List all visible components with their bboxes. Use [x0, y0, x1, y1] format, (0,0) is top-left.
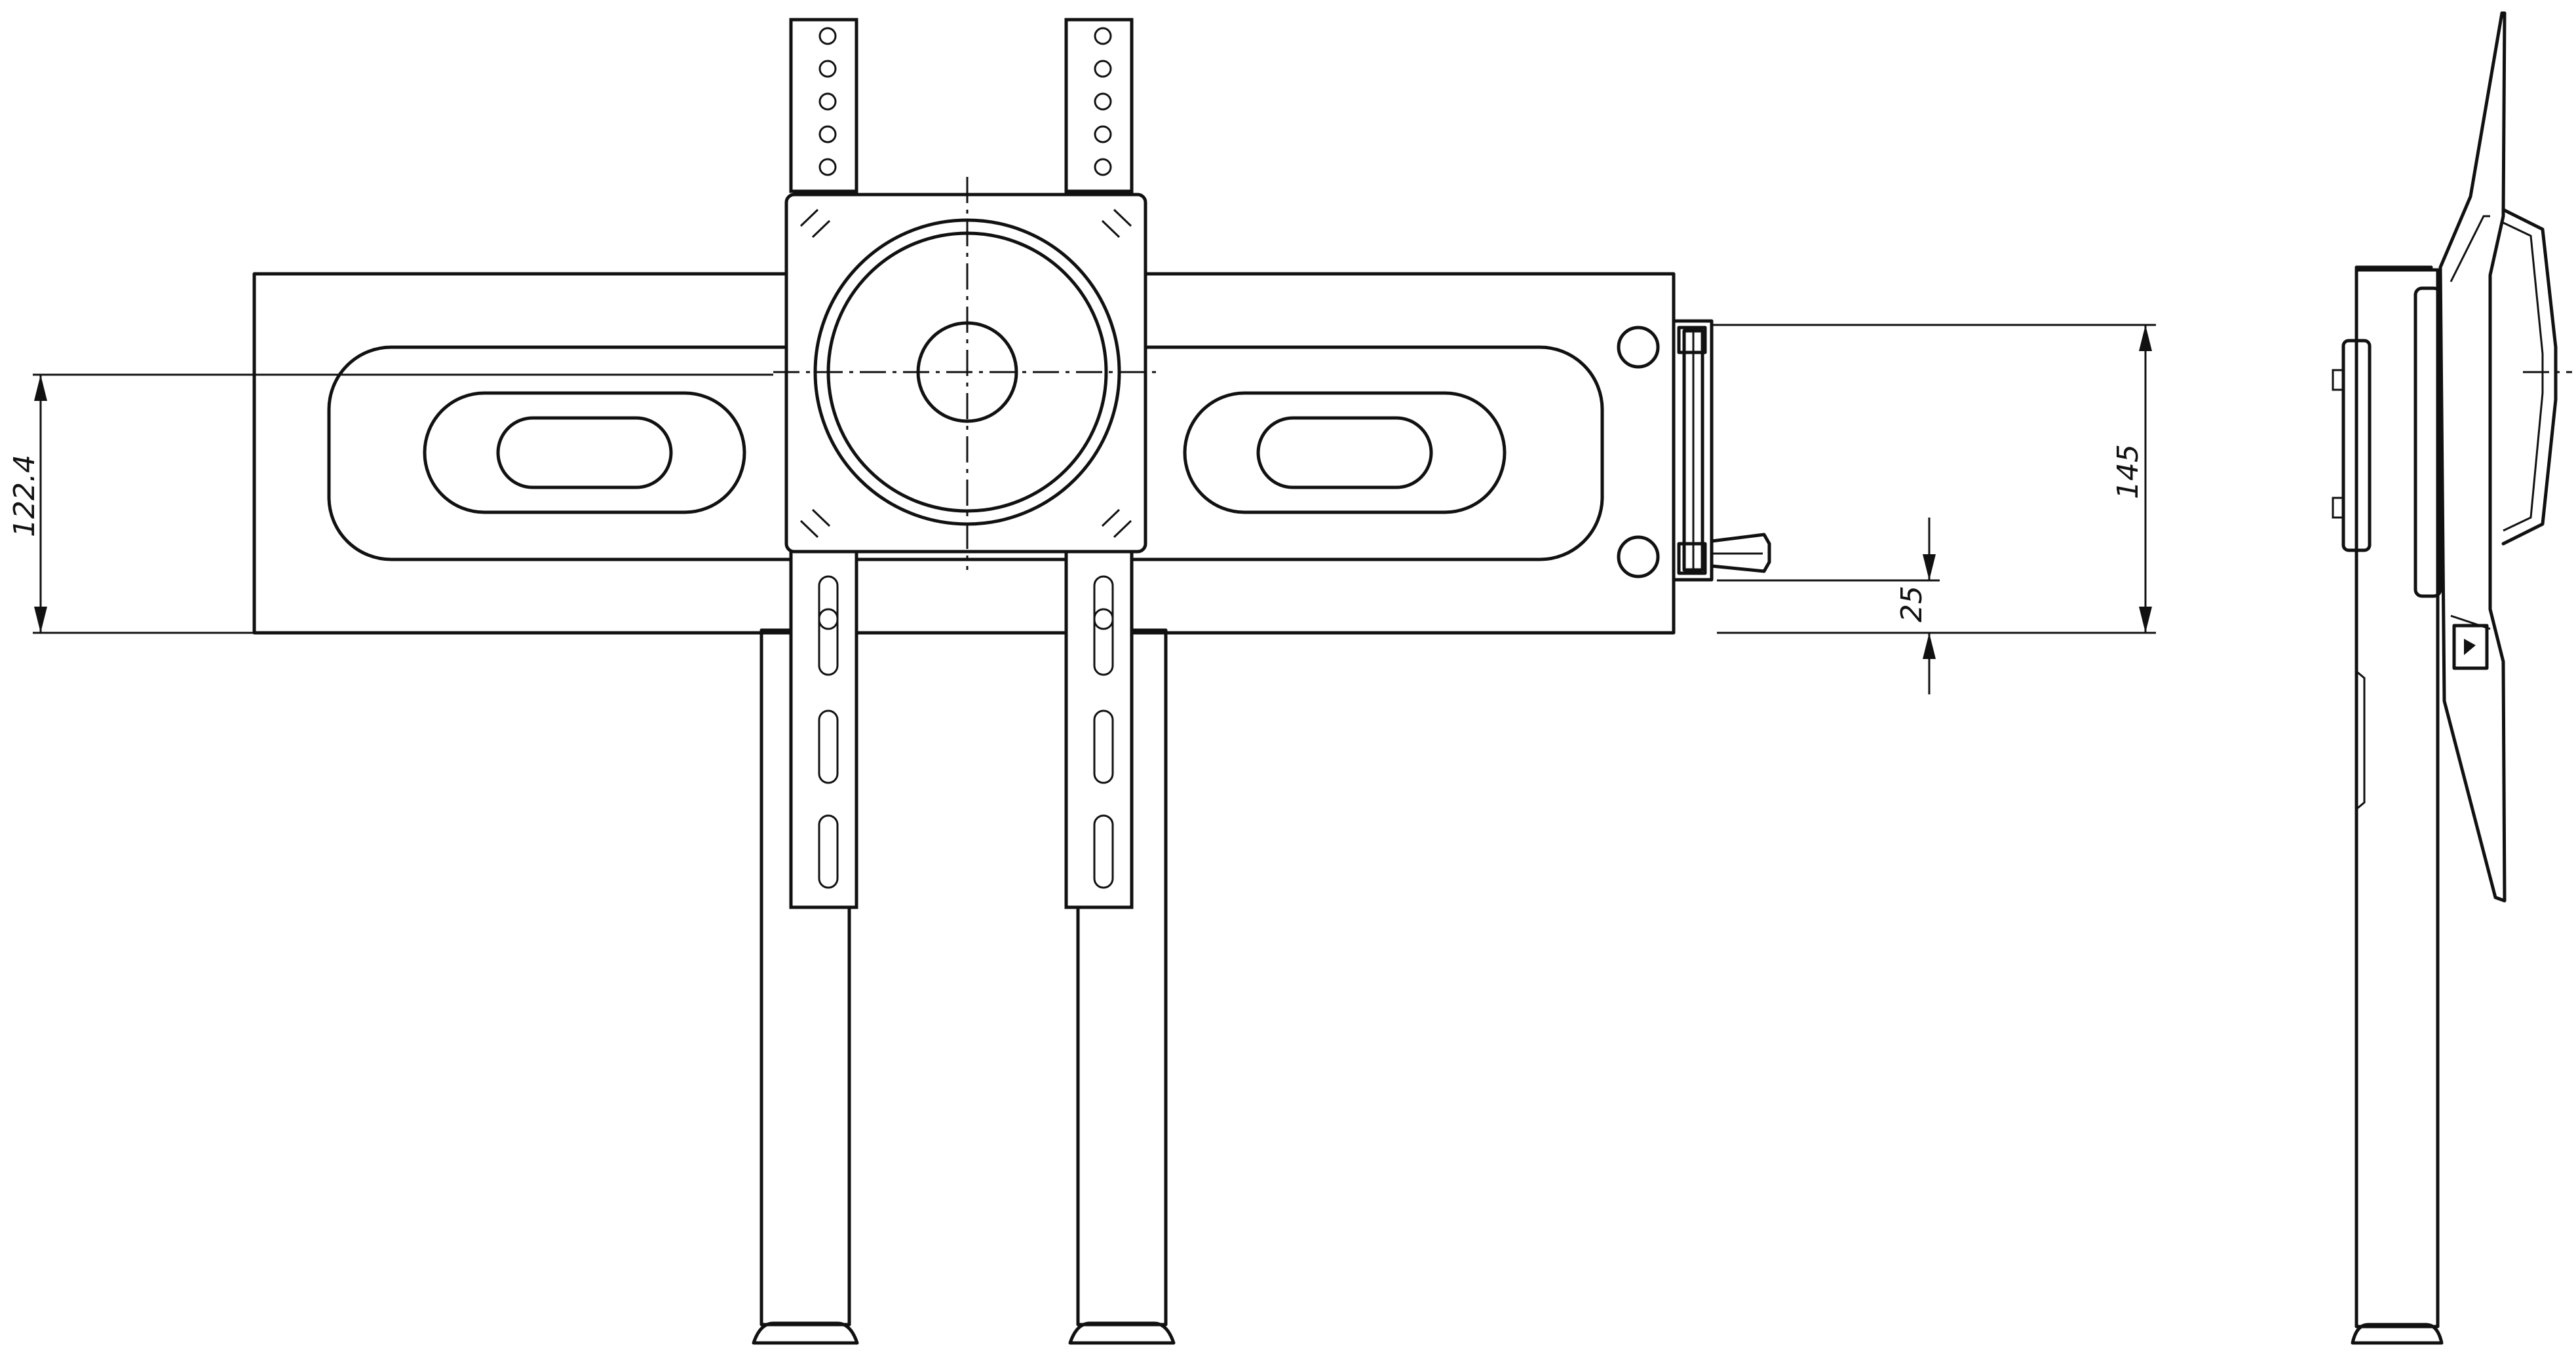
dim-122-label: 122.4	[8, 455, 41, 537]
upper-left-bracket	[789, 18, 858, 193]
lower-left-bracket	[789, 548, 858, 909]
corner-slot-bl	[794, 501, 837, 544]
corner-slot-tr	[1095, 202, 1138, 246]
corner-slot-tl	[794, 202, 837, 246]
dimension-25: 25	[1717, 518, 1940, 694]
dim-145-label: 145	[2111, 444, 2145, 499]
side-clamp	[1672, 319, 1771, 582]
corner-slot-br	[1095, 501, 1138, 544]
dimension-145: 145	[1712, 324, 2156, 634]
front-view: 122.4 145 25	[8, 18, 2156, 1345]
upper-right-bracket	[1064, 18, 1134, 193]
dim-25-label: 25	[1895, 586, 1929, 622]
side-view	[2332, 11, 2572, 1345]
lower-right-bracket	[1064, 548, 1134, 909]
dimension-122: 122.4	[8, 373, 773, 634]
